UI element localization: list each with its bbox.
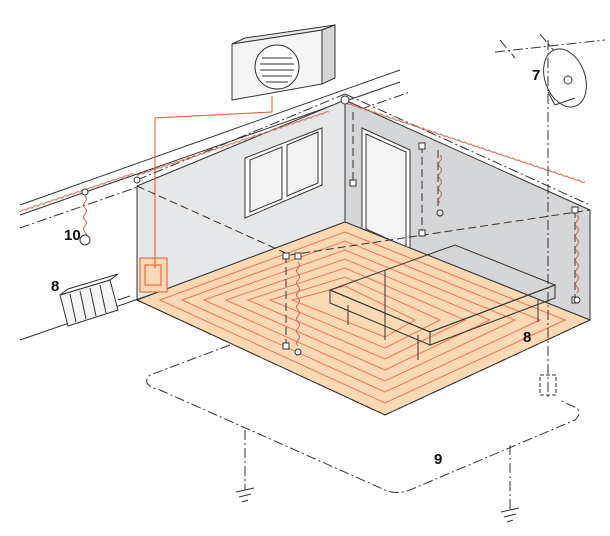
- ground-symbol-icon: [235, 487, 520, 523]
- ceiling-fan-icon: [494, 33, 606, 400]
- heating-cable-outer: [19, 173, 135, 213]
- ac-supply-line: [154, 96, 273, 268]
- callout-8-floor: 8: [523, 329, 532, 346]
- pendant-sensor-icon: [79, 188, 91, 246]
- wall-cable-runs: [133, 93, 591, 356]
- callout-9: 9: [434, 451, 443, 468]
- door-icon: [361, 127, 411, 253]
- radiator-icon: [19, 273, 151, 341]
- air-conditioner-unit-icon: [231, 24, 336, 101]
- callout-10: 10: [64, 227, 81, 244]
- room-outline: [136, 299, 591, 416]
- bed-icon: [328, 244, 557, 360]
- window-icon: [244, 127, 323, 219]
- floor-thermostat-icon: [139, 257, 168, 293]
- callout-8-radiator: 8: [51, 278, 60, 295]
- callout-7: 7: [532, 67, 541, 84]
- grounding-loop: [146, 344, 580, 510]
